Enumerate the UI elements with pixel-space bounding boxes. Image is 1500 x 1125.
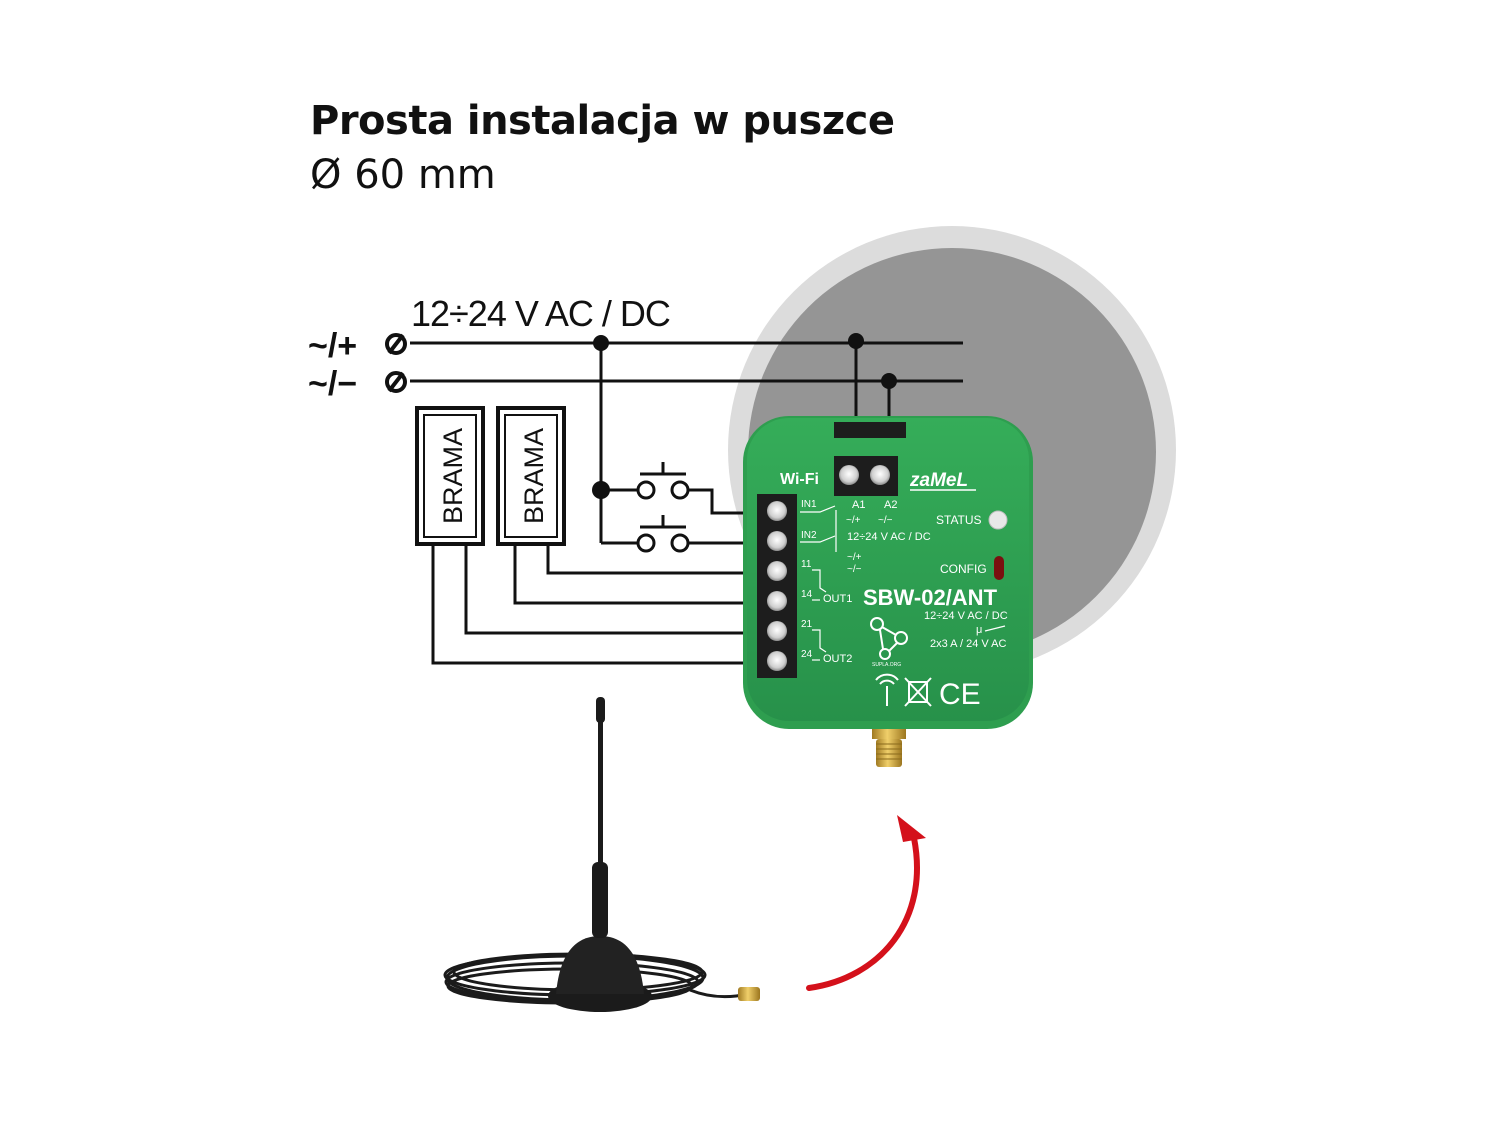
gate-2: BRAMA <box>496 406 566 546</box>
screw-in2 <box>767 531 787 551</box>
a1-polarity: ~/+ <box>846 515 861 526</box>
input-polarity-top: ~/+ <box>847 552 862 563</box>
input-voltage-label: 12÷24 V AC / DC <box>847 531 931 543</box>
model-label: SBW-02/ANT <box>863 585 998 610</box>
screw-a1 <box>839 465 859 485</box>
brand-logo: zaMeL <box>909 470 968 491</box>
rating-voltage: 12÷24 V AC / DC <box>924 610 1008 622</box>
ce-mark: CE <box>939 678 981 711</box>
a2-polarity: ~/− <box>878 515 893 526</box>
terminal-11-label: 11 <box>801 559 812 570</box>
screw-in1 <box>767 501 787 521</box>
box-diameter-label: Ø 60 mm <box>310 152 496 198</box>
screw-24 <box>767 651 787 671</box>
out2-label: OUT2 <box>823 653 852 665</box>
supla-logo <box>870 617 908 660</box>
rating-contact: μ <box>976 624 982 636</box>
in2-label: IN2 <box>801 530 817 541</box>
junction-dot <box>848 333 864 349</box>
terminal-21-label: 21 <box>801 619 813 630</box>
antenna-mark-icon <box>875 673 899 706</box>
in1-label: IN1 <box>801 499 817 510</box>
rating-current: 2x3 A / 24 V AC <box>930 638 1006 650</box>
gate-1: BRAMA <box>415 406 485 546</box>
supla-label: SUPLA.ORG <box>872 662 901 668</box>
input-polarity-bottom: ~/− <box>847 564 862 575</box>
push-button-1 <box>601 462 770 515</box>
junction-dot <box>593 335 609 351</box>
wifi-label: Wi-Fi <box>780 471 819 488</box>
magnetic-antenna <box>443 697 760 1012</box>
arrow-head-icon <box>897 815 926 842</box>
terminal-14-label: 14 <box>801 589 813 600</box>
push-button-2 <box>601 515 770 553</box>
minus-rail-label: ~/− <box>308 365 357 403</box>
screw-a2 <box>870 465 890 485</box>
out1-label: OUT1 <box>823 593 852 605</box>
supply-terminals <box>385 333 407 393</box>
gate-1-label: BRAMA <box>438 428 468 524</box>
a1-label: A1 <box>852 499 865 511</box>
status-led <box>988 510 1008 530</box>
screw-21 <box>767 621 787 641</box>
terminal-24-label: 24 <box>801 649 813 660</box>
plus-rail-label: ~/+ <box>308 327 357 365</box>
supply-voltage-label: 12÷24 V AC / DC <box>411 293 670 334</box>
gate-2-label: BRAMA <box>519 428 549 524</box>
output-wiring <box>431 544 770 665</box>
junction-dot <box>881 373 897 389</box>
status-label: STATUS <box>936 513 982 527</box>
sbw-02-ant-module: Wi-Fi zaMeL A1 A2 ~/+ ~/− STATUS CONFIG … <box>743 416 1033 729</box>
relay-symbols <box>812 569 827 661</box>
input-symbols <box>800 505 837 552</box>
config-led <box>994 556 1004 580</box>
sma-connector <box>872 729 906 767</box>
screw-11 <box>767 561 787 581</box>
screw-14 <box>767 591 787 611</box>
supply-wiring <box>410 341 963 543</box>
diagram-title: Prosta instalacja w puszce <box>310 98 895 144</box>
a2-label: A2 <box>884 499 897 511</box>
config-label: CONFIG <box>940 562 987 576</box>
io-terminal-block <box>757 494 797 678</box>
weee-bin-icon <box>904 677 932 707</box>
connect-antenna-arrow <box>806 835 920 991</box>
